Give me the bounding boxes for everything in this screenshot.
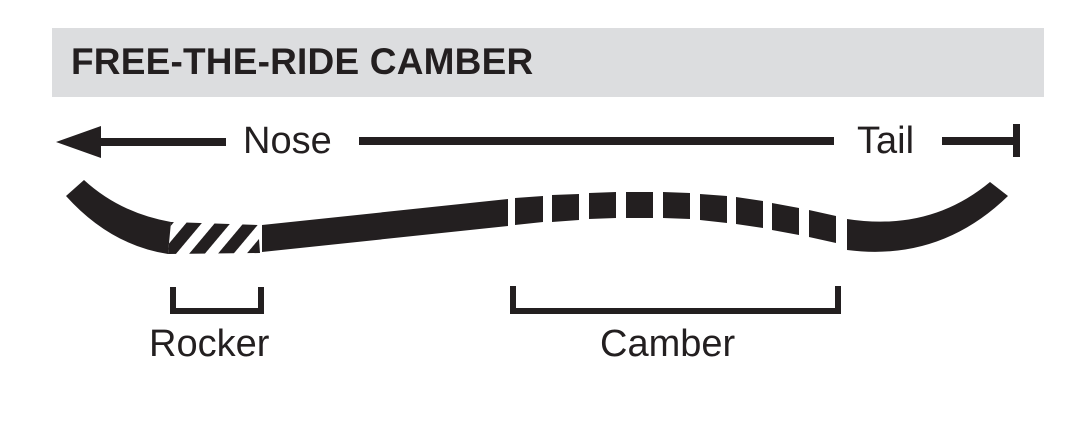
camber-bracket [510, 286, 841, 314]
tail-kick-segment [847, 182, 1008, 252]
rocker-label: Rocker [149, 323, 270, 365]
title-banner: FREE-THE-RIDE CAMBER [52, 28, 1044, 97]
rocker-bracket [170, 287, 264, 314]
tail-label: Tail [857, 120, 915, 162]
nose-arrow [56, 126, 226, 158]
bar-end-icon [1013, 124, 1020, 157]
arrow-left-icon [56, 126, 101, 158]
camber-segment [515, 192, 836, 243]
flat-segment [262, 199, 508, 252]
tail-line [942, 124, 1020, 157]
diagram-title: FREE-THE-RIDE CAMBER [71, 41, 534, 82]
nose-label: Nose [243, 120, 332, 162]
camber-label: Camber [600, 323, 736, 365]
axis-line-middle [359, 137, 834, 145]
nose-kick-segment [66, 180, 171, 254]
rocker-segment [168, 222, 260, 254]
